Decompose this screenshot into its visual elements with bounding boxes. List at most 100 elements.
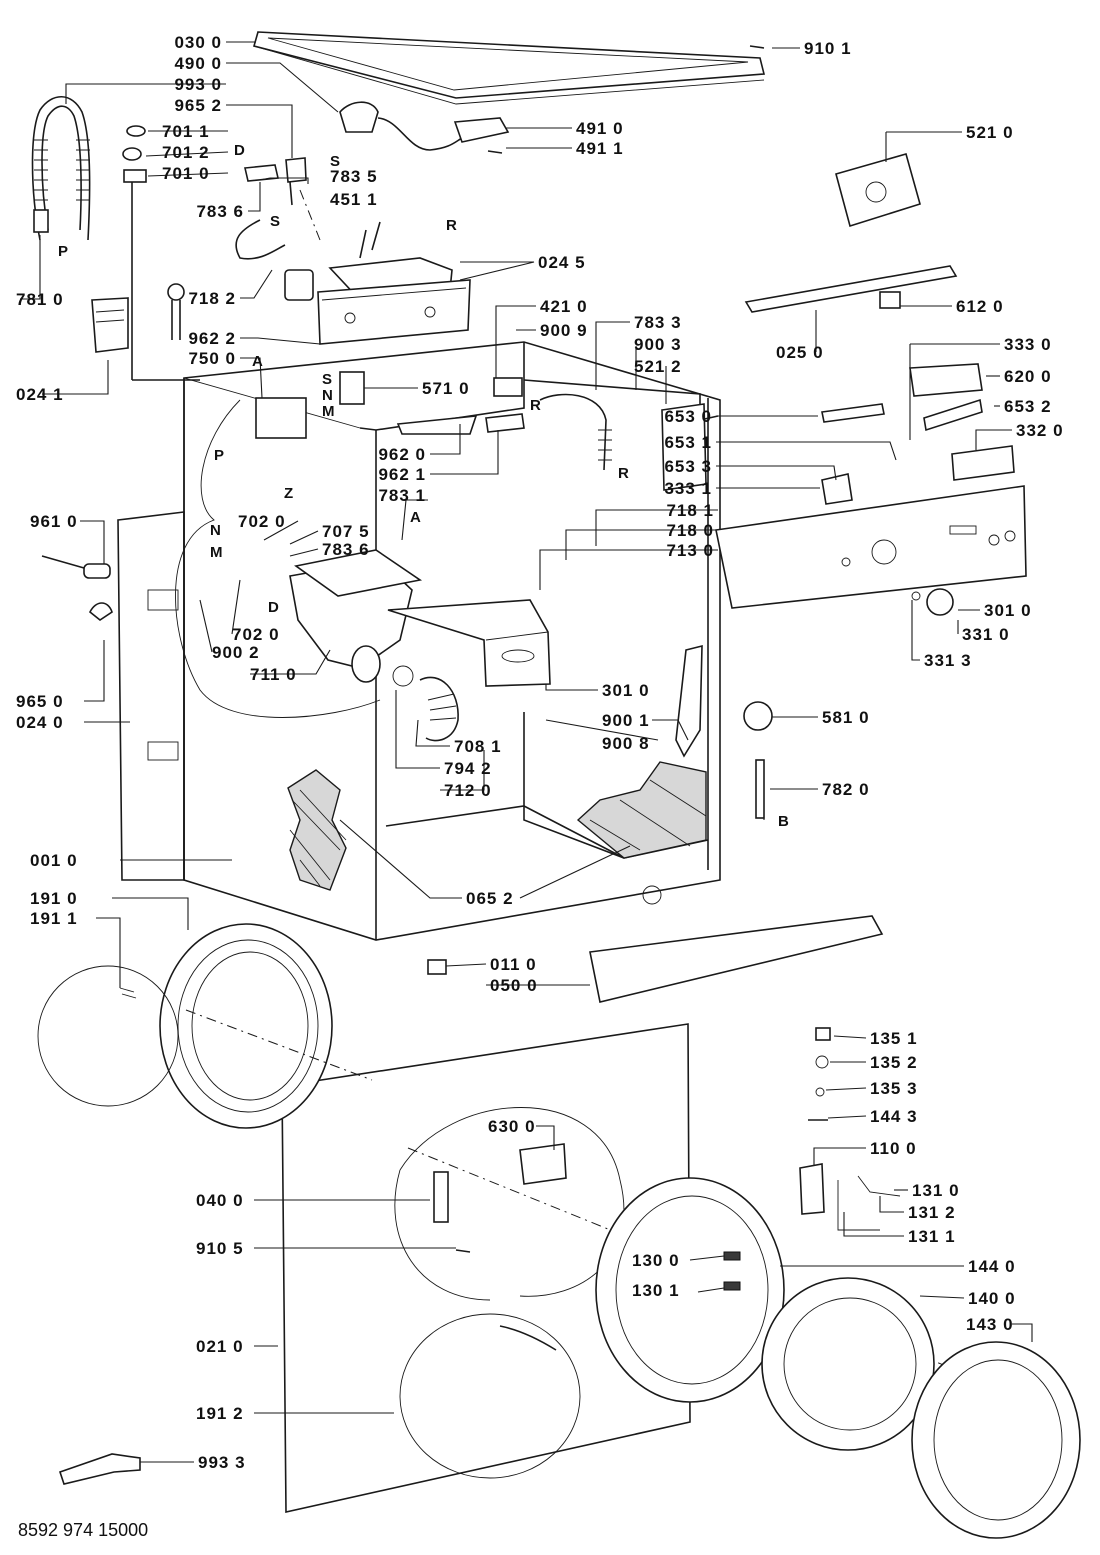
inlet-valve-parts (122, 125, 200, 381)
small-hardware (808, 1027, 831, 1121)
part-label-024-1: 024 1 (16, 385, 64, 404)
door-ring-143 (911, 1341, 1081, 1539)
wrench-961 (41, 555, 113, 621)
part-label-718-1: 718 1 (666, 501, 714, 520)
part-label-135-3: 135 3 (870, 1079, 918, 1098)
part-label-900-1: 900 1 (602, 711, 650, 730)
part-label-711-0: 711 0 (250, 665, 297, 684)
part-label-961-0: 961 0 (30, 512, 78, 531)
part-label-301-0b: 301 0 (602, 681, 650, 700)
part-label-001-0: 001 0 (30, 851, 78, 870)
part-label-421-0: 421 0 (540, 297, 588, 316)
part-label-040-0: 040 0 (196, 1191, 244, 1210)
part-label-701-2: 701 2 (162, 143, 210, 162)
part-label-050-0: 050 0 (490, 976, 538, 995)
drain-filter-parts (235, 157, 321, 260)
hose-783-3 (539, 393, 612, 471)
part-label-490-0: 490 0 (174, 54, 222, 73)
part-label-900-9: 900 9 (540, 321, 588, 340)
part-label-030-0: 030 0 (174, 33, 222, 52)
part-label-011-0: 011 0 (490, 955, 537, 974)
part-label-718-2: 718 2 (188, 289, 236, 308)
part-label-024-0: 024 0 (16, 713, 64, 732)
door-lock-part (675, 644, 703, 758)
part-label-962-1: 962 1 (378, 465, 426, 484)
part-label-900-3: 900 3 (634, 335, 682, 354)
connector-letter-s-hose: S (270, 213, 281, 230)
part-label-993-0: 993 0 (174, 75, 222, 94)
part-label-451-1: 451 1 (330, 190, 378, 209)
leader-lines (20, 41, 1033, 1463)
insulation-pad-right (576, 761, 707, 859)
inlet-hose-part (31, 95, 91, 290)
part-label-653-2: 653 2 (1004, 397, 1052, 416)
part-label-794-2: 794 2 (444, 759, 492, 778)
part-label-707-5: 707 5 (322, 522, 370, 541)
connector-letter-s-top: S (330, 153, 341, 170)
part-label-191-1: 191 1 (30, 909, 78, 928)
part-label-653-1: 653 1 (664, 433, 712, 452)
part-label-701-1: 701 1 (162, 122, 210, 141)
tool-993-3 (58, 1453, 141, 1485)
part-label-993-3: 993 3 (198, 1453, 246, 1472)
part-label-521-2: 521 2 (634, 357, 682, 376)
connector-letter-m-dispenser: M (210, 544, 223, 561)
valve-571 (339, 371, 365, 405)
part-label-021-0: 021 0 (196, 1337, 244, 1356)
part-label-962-0: 962 0 (378, 445, 426, 464)
part-label-135-1: 135 1 (870, 1029, 918, 1048)
connector-letter-r-hose-bottom: R (618, 465, 629, 482)
door-glass-140 (761, 1277, 935, 1451)
connector-letter-m-valve: M (322, 403, 335, 420)
hose-782 (755, 759, 765, 819)
part-label-301-0: 301 0 (984, 601, 1032, 620)
front-panel (281, 1023, 691, 1513)
side-bracket-part (91, 297, 129, 353)
part-label-783-5: 783 5 (330, 167, 378, 186)
part-label-701-0: 701 0 (162, 164, 210, 183)
connector-letter-d-dispenser: D (268, 599, 279, 616)
rear-side-panel (117, 511, 185, 881)
connector-letter-n-valve: N (322, 387, 333, 404)
connector-letter-z: Z (284, 485, 294, 502)
door-frame-144 (595, 1177, 785, 1403)
gasket-clamp (37, 965, 179, 1107)
connector-letter-d-top: D (234, 142, 245, 159)
heater-box-750 (255, 397, 307, 439)
part-label-702-0: 702 0 (238, 512, 286, 531)
part-label-144-3: 144 3 (870, 1107, 918, 1126)
part-label-713-0: 713 0 (666, 541, 714, 560)
part-label-653-3: 653 3 (664, 457, 712, 476)
part-label-131-0: 131 0 (912, 1181, 960, 1200)
part-label-910-5: 910 5 (196, 1239, 244, 1258)
part-label-708-1: 708 1 (454, 737, 502, 756)
part-label-025-0: 025 0 (776, 343, 824, 362)
part-label-783-6b: 783 6 (322, 540, 370, 559)
part-label-620-0: 620 0 (1004, 367, 1052, 386)
pressure-switch (743, 701, 773, 731)
kickplate-050 (589, 915, 884, 1003)
part-label-191-0: 191 0 (30, 889, 78, 908)
connector-letter-s-valve: S (322, 371, 333, 388)
part-label-783-1: 783 1 (378, 486, 426, 505)
top-lid-part (253, 31, 766, 105)
part-label-331-3: 331 3 (924, 651, 972, 670)
part-label-130-0: 130 0 (632, 1251, 680, 1270)
module-521-2 (661, 403, 707, 491)
connector-letter-p-body: P (214, 447, 225, 464)
display-board-620 (909, 363, 983, 397)
power-cord-part (339, 101, 510, 151)
spring-191-1 (119, 987, 137, 999)
part-label-331-0: 331 0 (962, 625, 1010, 644)
foot-011 (427, 959, 447, 975)
part-label-491-1: 491 1 (576, 139, 624, 158)
connector-letter-p-hose: P (58, 243, 69, 260)
document-code: 8592 974 15000 (18, 1520, 149, 1540)
pump-962 (396, 413, 525, 435)
part-label-718-0: 718 0 (666, 521, 714, 540)
connector-letter-r-valve: R (446, 217, 457, 234)
part-label-783-6: 783 6 (196, 202, 244, 221)
part-label-144-0: 144 0 (968, 1257, 1016, 1276)
part-label-783-3: 783 3 (634, 313, 682, 332)
hose-clip-part (167, 283, 185, 340)
